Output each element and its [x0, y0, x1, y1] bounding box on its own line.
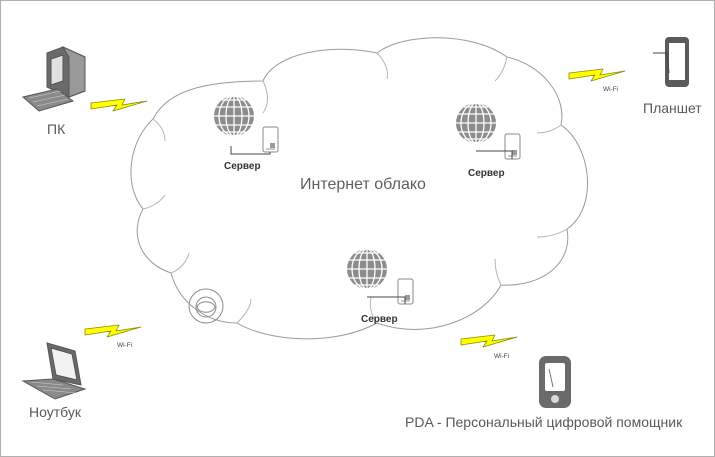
wifi-lightning-icon: [90, 98, 148, 112]
laptop-label: Ноутбук: [29, 404, 81, 420]
access-point-icon: [188, 288, 224, 324]
server-label-2: Сервер: [468, 168, 505, 179]
pc-label: ПК: [47, 121, 66, 137]
cloud-title: Интернет облако: [300, 176, 426, 193]
server-label-3: Сервер: [361, 314, 398, 325]
wifi-label-laptop: Wi-Fi: [117, 342, 133, 349]
server-1: [213, 95, 279, 155]
server-3: [346, 248, 414, 305]
wifi-label-pda: Wi-Fi: [494, 353, 510, 360]
server-2: [455, 102, 521, 160]
server-label-1: Сервер: [224, 161, 261, 172]
globe-icon: [455, 102, 497, 144]
wifi-lightning-icon: [568, 68, 626, 82]
pda-icon: [539, 356, 571, 408]
globe-icon: [346, 248, 388, 290]
server-tower-icon: [262, 126, 279, 153]
tablet-label: Планшет: [643, 100, 702, 116]
desktop-computer-icon: [21, 45, 86, 112]
pda-label: PDA - Персональный цифровой помощник: [405, 414, 683, 430]
wifi-label-tablet: Wi-Fi: [603, 86, 619, 93]
wifi-lightning-icon: [84, 324, 142, 338]
tablet-icon: [653, 37, 689, 87]
laptop-icon: [21, 342, 87, 400]
globe-icon: [213, 95, 255, 137]
wifi-lightning-icon: [460, 334, 518, 348]
